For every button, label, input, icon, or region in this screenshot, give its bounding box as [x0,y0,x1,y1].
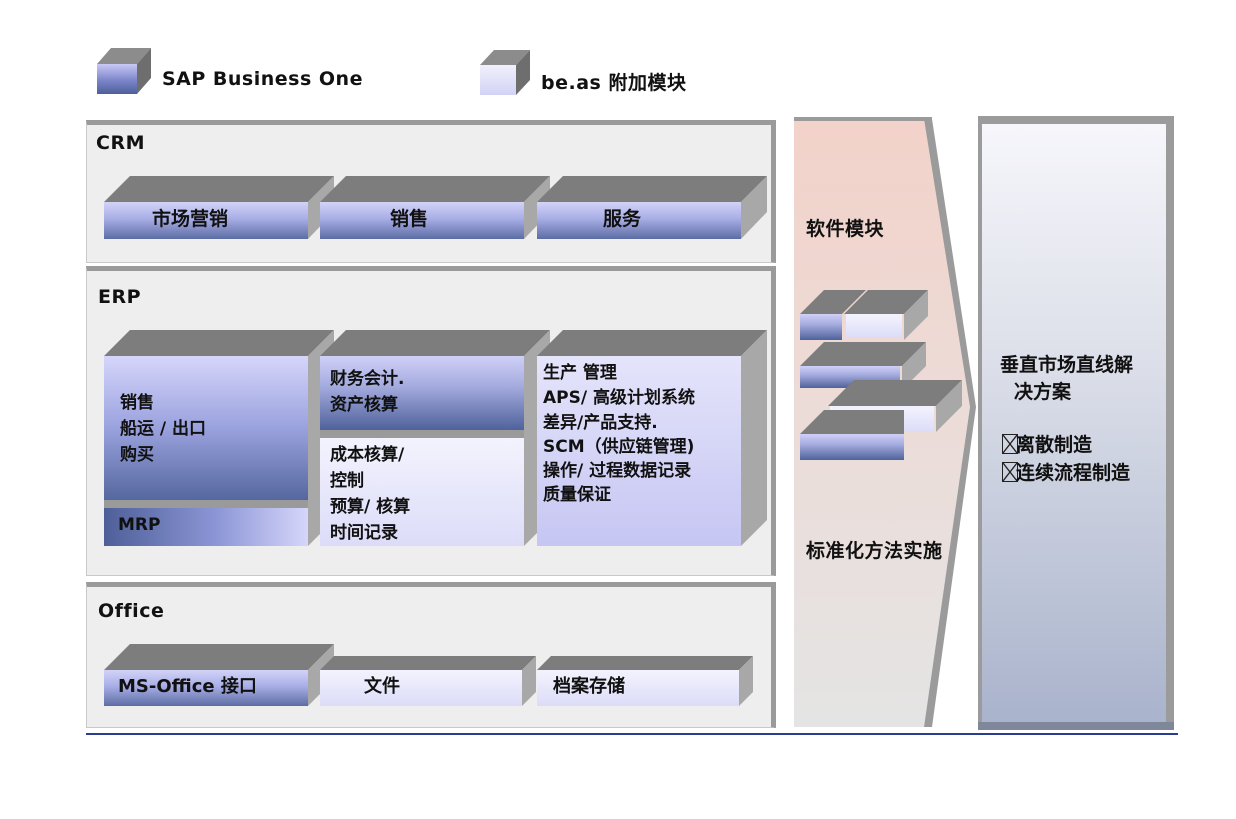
crm-item-service: 服务 [537,176,767,239]
office-item-label: MS-Office 接口 [118,676,257,697]
checkbox-icon [1002,434,1018,454]
office-item-files: 文件 [320,656,536,706]
erp-block-line: SCM（供应链管理) [543,437,695,457]
legend-beas-label: be.as 附加模块 [541,72,687,94]
erp-block-line: 生产 管理 [543,363,617,383]
crm-item-sales: 销售 [320,176,550,239]
erp-block-sales: 销售 船运 / 出口 购买 MRP [104,330,334,546]
office-item-label: 文件 [364,676,400,697]
erp-block-line: 资产核算 [330,395,398,415]
erp-block-finance: 财务会计. 资产核算 成本核算/ 控制 预算/ 核算 时间记录 [320,330,550,546]
middle-top-label: 软件模块 [806,218,885,240]
legend-sap-cube [97,48,151,96]
module-block [800,410,904,460]
erp-block-line: 财务会计. [330,369,405,389]
office-item-label: 档案存储 [553,676,625,697]
erp-block-line: 操作/ 过程数据记录 [543,461,692,481]
crm-title: CRM [96,132,145,154]
bottom-rule [86,733,1178,735]
erp-block-line: 控制 [330,471,364,491]
erp-block-line: APS/ 高级计划系统 [543,388,695,408]
erp-mrp-label: MRP [118,515,161,535]
erp-block-line: 预算/ 核算 [330,497,411,517]
erp-block-line: 差异/产品支持. [543,413,658,433]
erp-block-line: 销售 [120,393,154,413]
erp-block-production: 生产 管理 APS/ 高级计划系统 差异/产品支持. SCM（供应链管理) 操作… [537,330,767,546]
right-title-line: 决方案 [1014,381,1072,403]
checklist-label: 离散制造 [1016,434,1093,456]
middle-bottom-label: 标准化方法实施 [806,540,943,562]
legend-sap-label: SAP Business One [162,68,363,90]
legend-beas-cube [480,50,530,96]
erp-block-line: 船运 / 出口 [120,419,207,439]
right-title-line: 垂直市场直线解 [1000,354,1134,376]
erp-block-line: 质量保证 [543,485,611,505]
crm-item-label: 销售 [390,208,429,230]
checklist-label: 连续流程制造 [1016,462,1131,484]
checkbox-icon [1002,462,1018,482]
crm-item-marketing: 市场营销 [104,176,334,239]
office-title: Office [98,600,165,622]
right-panel [978,116,1174,730]
module-block [844,290,928,340]
erp-block-line: 成本核算/ [330,445,405,465]
erp-block-line: 购买 [120,445,154,465]
crm-item-label: 服务 [603,208,642,230]
office-item-archive: 档案存储 [537,656,753,706]
erp-block-line: 时间记录 [330,523,398,543]
erp-title: ERP [98,286,142,308]
office-item-msoffice: MS-Office 接口 [104,644,334,706]
crm-item-label: 市场营销 [152,208,229,230]
